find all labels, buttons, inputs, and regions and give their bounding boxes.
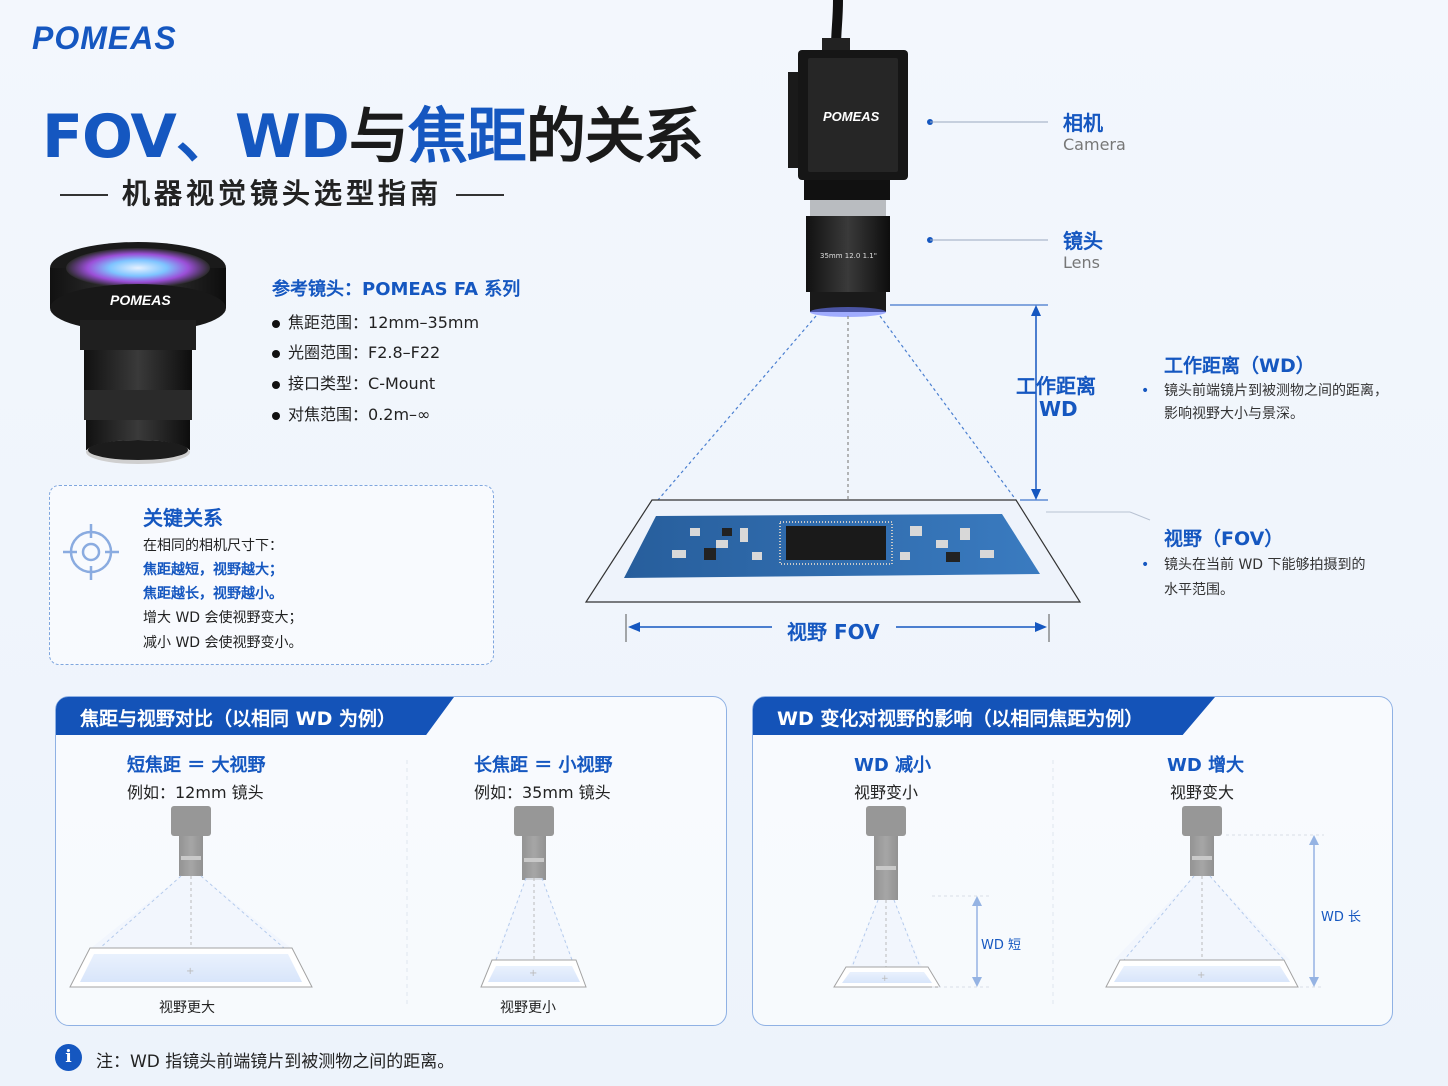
wd-desc-bullet: • [1141,383,1150,399]
footnote: 注：WD 指镜头前端镜片到被测物之间的距离。 [96,1052,455,1072]
pcb-board [584,499,1082,603]
key-relation-line: 焦距越短，视野越大； [143,562,283,578]
fov-desc-line: 镜头在当前 WD 下能够拍摄到的 [1164,557,1366,573]
spec-label: 光圈范围： [288,343,369,362]
focal-compare-panel [55,696,727,1026]
wd-desc-line: 影响视野大小与景深。 [1164,406,1304,422]
spec-focus-range: 对焦范围：0.2m–∞ [272,401,430,425]
wd-compare-panel-title: WD 变化对视野的影响（以相同焦距为例） [753,697,1215,735]
key-relation-title: 关键关系 [143,506,223,530]
bullet-icon [272,349,280,358]
bullet-icon [272,411,280,420]
fov-width-label: 视野 FOV [787,620,880,644]
brand-logo: POMEAS [32,20,177,56]
spec-value: C-Mount [368,374,436,393]
main-camera: POMEAS 35mm 12.0 1.1" [788,0,908,317]
wd-label: 工作距离 [1016,374,1096,398]
camera-label-en: Camera [1063,135,1126,154]
wd-large-heading: WD 增大 [1167,755,1245,776]
short-focal-caption: 视野更大 [159,1000,215,1016]
wd-long-tag: WD 长 [1321,910,1361,925]
title-part2: 与 [348,102,409,172]
fov-cone [657,315,1017,501]
lens-label-en: Lens [1063,253,1100,272]
spec-value: 0.2m–∞ [368,405,431,424]
fov-desc-leader [1046,511,1151,521]
bullet-icon [272,319,280,328]
subtitle-text: 机器视觉镜头选型指南 [122,177,443,210]
key-relation-line: 焦距越长，视野越小。 [143,586,283,602]
page-subtitle: 机器视觉镜头选型指南 [46,172,518,212]
page-title: FOV、WD与焦距的关系 [42,88,704,175]
subtitle-dash-right [456,194,505,196]
spec-label: 焦距范围： [288,313,369,332]
wd-small-heading: WD 减小 [854,755,932,776]
wd-large-sub: 视野变大 [1170,783,1235,802]
wd-arrow [890,304,1048,501]
spec-label: 接口类型： [288,374,369,393]
svg-text:35mm 12.0 1.1": 35mm 12.0 1.1" [820,252,877,260]
reference-title: 参考镜头：POMEAS FA 系列 [272,279,521,300]
reference-lens-icon: POMEAS [50,242,226,464]
info-icon: i [55,1044,82,1071]
wd-desc-title: 工作距离（WD） [1164,355,1315,377]
short-focal-example: 例如：12mm 镜头 [127,783,264,802]
wd-compare-panel [752,696,1393,1026]
short-focal-heading: 短焦距 ＝ 大视野 [127,755,266,776]
focal-compare-panel-title: 焦距与视野对比（以相同 WD 为例） [56,697,454,735]
long-focal-example: 例如：35mm 镜头 [474,783,611,802]
key-relation-box [49,485,494,665]
spec-focal-range: 焦距范围：12mm–35mm [272,309,479,333]
fov-desc-bullet: • [1141,557,1150,573]
wd-small-sub: 视野变小 [854,783,919,802]
spec-label: 对焦范围： [288,405,369,424]
bullet-icon [272,380,280,389]
key-relation-line: 增大 WD 会使视野变大； [143,610,303,626]
subtitle-dash-left [60,194,108,196]
svg-text:POMEAS: POMEAS [110,292,171,308]
spec-aperture-range: 光圈范围：F2.8–F22 [272,339,440,363]
long-focal-heading: 长焦距 ＝ 小视野 [474,755,613,776]
title-part3: 焦距 [407,102,527,172]
fov-width-arrow [625,614,1050,642]
key-relation-line: 减小 WD 会使视野变小。 [143,635,303,651]
title-part4: 的关系 [525,102,704,172]
wd-label-en: WD [1039,397,1078,421]
wd-desc-line: 镜头前端镜片到被测物之间的距离， [1164,383,1388,399]
fov-desc-line: 水平范围。 [1164,582,1234,598]
key-relation-line: 在相同的相机尺寸下： [143,538,283,554]
spec-value: F2.8–F22 [368,343,441,362]
lens-label: 镜头 [1063,229,1103,253]
camera-label: 相机 [1063,111,1103,135]
camera-leader-line [927,119,1048,125]
spec-value: 12mm–35mm [368,313,480,332]
long-focal-caption: 视野更小 [500,1000,556,1016]
title-part1: FOV、WD [42,102,350,172]
wd-short-tag: WD 短 [981,938,1021,953]
lens-leader-line [927,237,1048,243]
fov-desc-title: 视野（FOV） [1164,528,1284,550]
svg-text:POMEAS: POMEAS [823,109,880,124]
spec-mount-type: 接口类型：C-Mount [272,370,435,394]
